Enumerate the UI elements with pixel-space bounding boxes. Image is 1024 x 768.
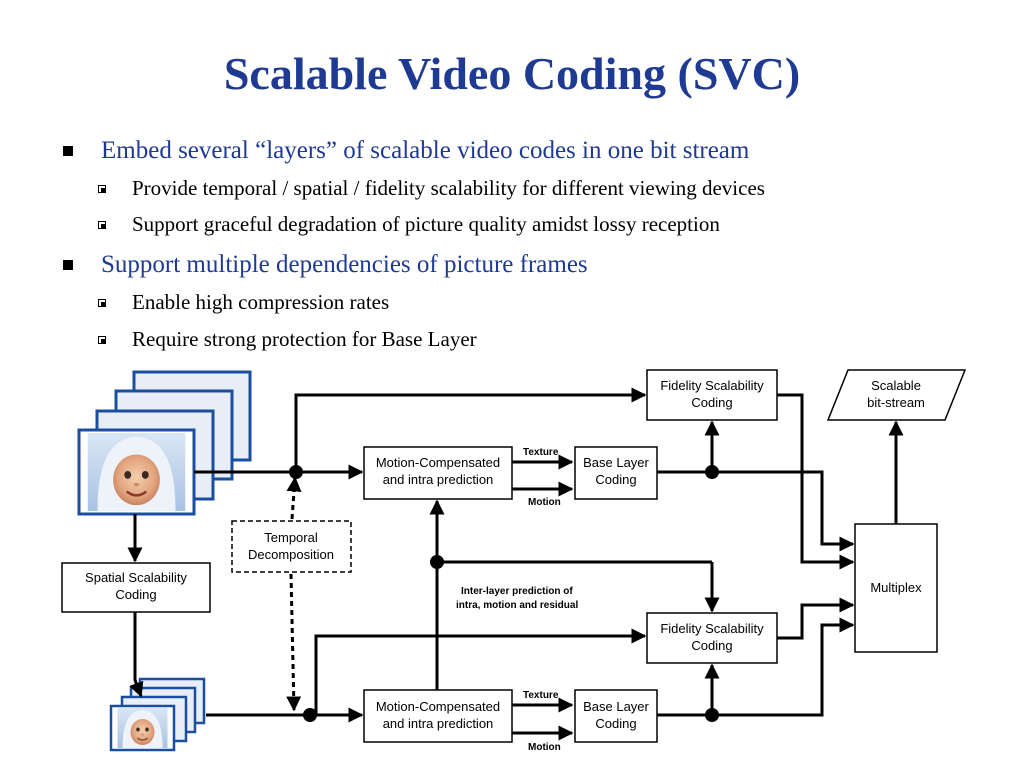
square-bullet-icon xyxy=(63,146,73,156)
fidelity-bottom-label-1: Fidelity Scalability xyxy=(660,621,764,636)
base-bottom-label-1: Base Layer xyxy=(583,699,649,714)
baby-image-small-icon xyxy=(116,708,169,748)
fidelity-top-label-1: Fidelity Scalability xyxy=(660,378,764,393)
base-top-label-2: Coding xyxy=(595,472,636,487)
spatial-label-2: Coding xyxy=(115,587,156,602)
temporal-label-1: Temporal xyxy=(264,530,318,545)
scalable-bitstream-box xyxy=(826,369,967,421)
temporal-box xyxy=(231,520,352,573)
mc-bottom-label-1: Motion-Compensated xyxy=(376,699,500,714)
scalable-label-1: Scalable xyxy=(871,378,921,393)
hollow-square-bullet-icon xyxy=(98,336,106,344)
texture-bottom-label: Texture xyxy=(523,690,559,701)
bullet-2-text: Support multiple dependencies of picture… xyxy=(101,251,588,278)
motion-bottom-label: Motion xyxy=(528,742,561,753)
junction-dots xyxy=(289,465,719,722)
spatial-label-1: Spatial Scalability xyxy=(85,570,187,585)
base-bottom-label-2: Coding xyxy=(595,716,636,731)
interlayer-label-1: Inter-layer prediction of xyxy=(461,586,573,597)
baby-image-icon xyxy=(86,433,187,511)
sub-bullet-2-2: Require strong protection for Base Layer xyxy=(98,326,477,352)
sub-bullet-1-2: Support graceful degradation of picture … xyxy=(98,211,720,237)
mc-top-label-1: Motion-Compensated xyxy=(376,455,500,470)
connectors xyxy=(127,387,904,741)
video-frames-small xyxy=(109,677,206,752)
sub-bullet-2-1-text: Enable high compression rates xyxy=(132,290,390,314)
sub-bullet-2-1: Enable high compression rates xyxy=(98,289,390,315)
hollow-square-bullet-icon xyxy=(98,185,106,193)
mc-top-label-2: and intra prediction xyxy=(383,472,494,487)
base-bottom-box xyxy=(574,689,658,743)
motion-top-label: Motion xyxy=(528,497,561,508)
bullet-1: Embed several “layers” of scalable video… xyxy=(63,136,750,166)
interlayer-label-2: intra, motion and residual xyxy=(456,600,578,611)
mc-top-box xyxy=(363,446,513,500)
video-frames-large xyxy=(77,370,252,516)
multiplex-label: Multiplex xyxy=(870,580,922,595)
texture-top-label: Texture xyxy=(523,447,559,458)
square-bullet-icon xyxy=(63,260,73,270)
multiplex-box xyxy=(854,523,938,653)
sub-bullet-1-2-text: Support graceful degradation of picture … xyxy=(132,212,720,236)
scalable-label-2: bit-stream xyxy=(867,395,925,410)
mc-bottom-box xyxy=(363,689,513,743)
temporal-label-2: Decomposition xyxy=(248,547,334,562)
base-top-label-1: Base Layer xyxy=(583,455,649,470)
bullet-1-text: Embed several “layers” of scalable video… xyxy=(101,137,750,164)
fidelity-top-label-2: Coding xyxy=(691,395,732,410)
spatial-box xyxy=(61,562,211,613)
sub-bullet-2-2-text: Require strong protection for Base Layer xyxy=(132,327,477,351)
slide-title: Scalable Video Coding (SVC) xyxy=(223,48,801,99)
mc-bottom-label-2: and intra prediction xyxy=(383,716,494,731)
temporal-links xyxy=(286,476,302,712)
sub-bullet-1-1-text: Provide temporal / spatial / fidelity sc… xyxy=(132,176,765,200)
fidelity-bottom-box xyxy=(646,612,778,664)
fidelity-top-box xyxy=(646,369,778,421)
hollow-square-bullet-icon xyxy=(98,299,106,307)
fidelity-bottom-label-2: Coding xyxy=(691,638,732,653)
hollow-square-bullet-icon xyxy=(98,221,106,229)
sub-bullet-1-1: Provide temporal / spatial / fidelity sc… xyxy=(98,175,765,201)
bullet-2: Support multiple dependencies of picture… xyxy=(63,250,588,280)
